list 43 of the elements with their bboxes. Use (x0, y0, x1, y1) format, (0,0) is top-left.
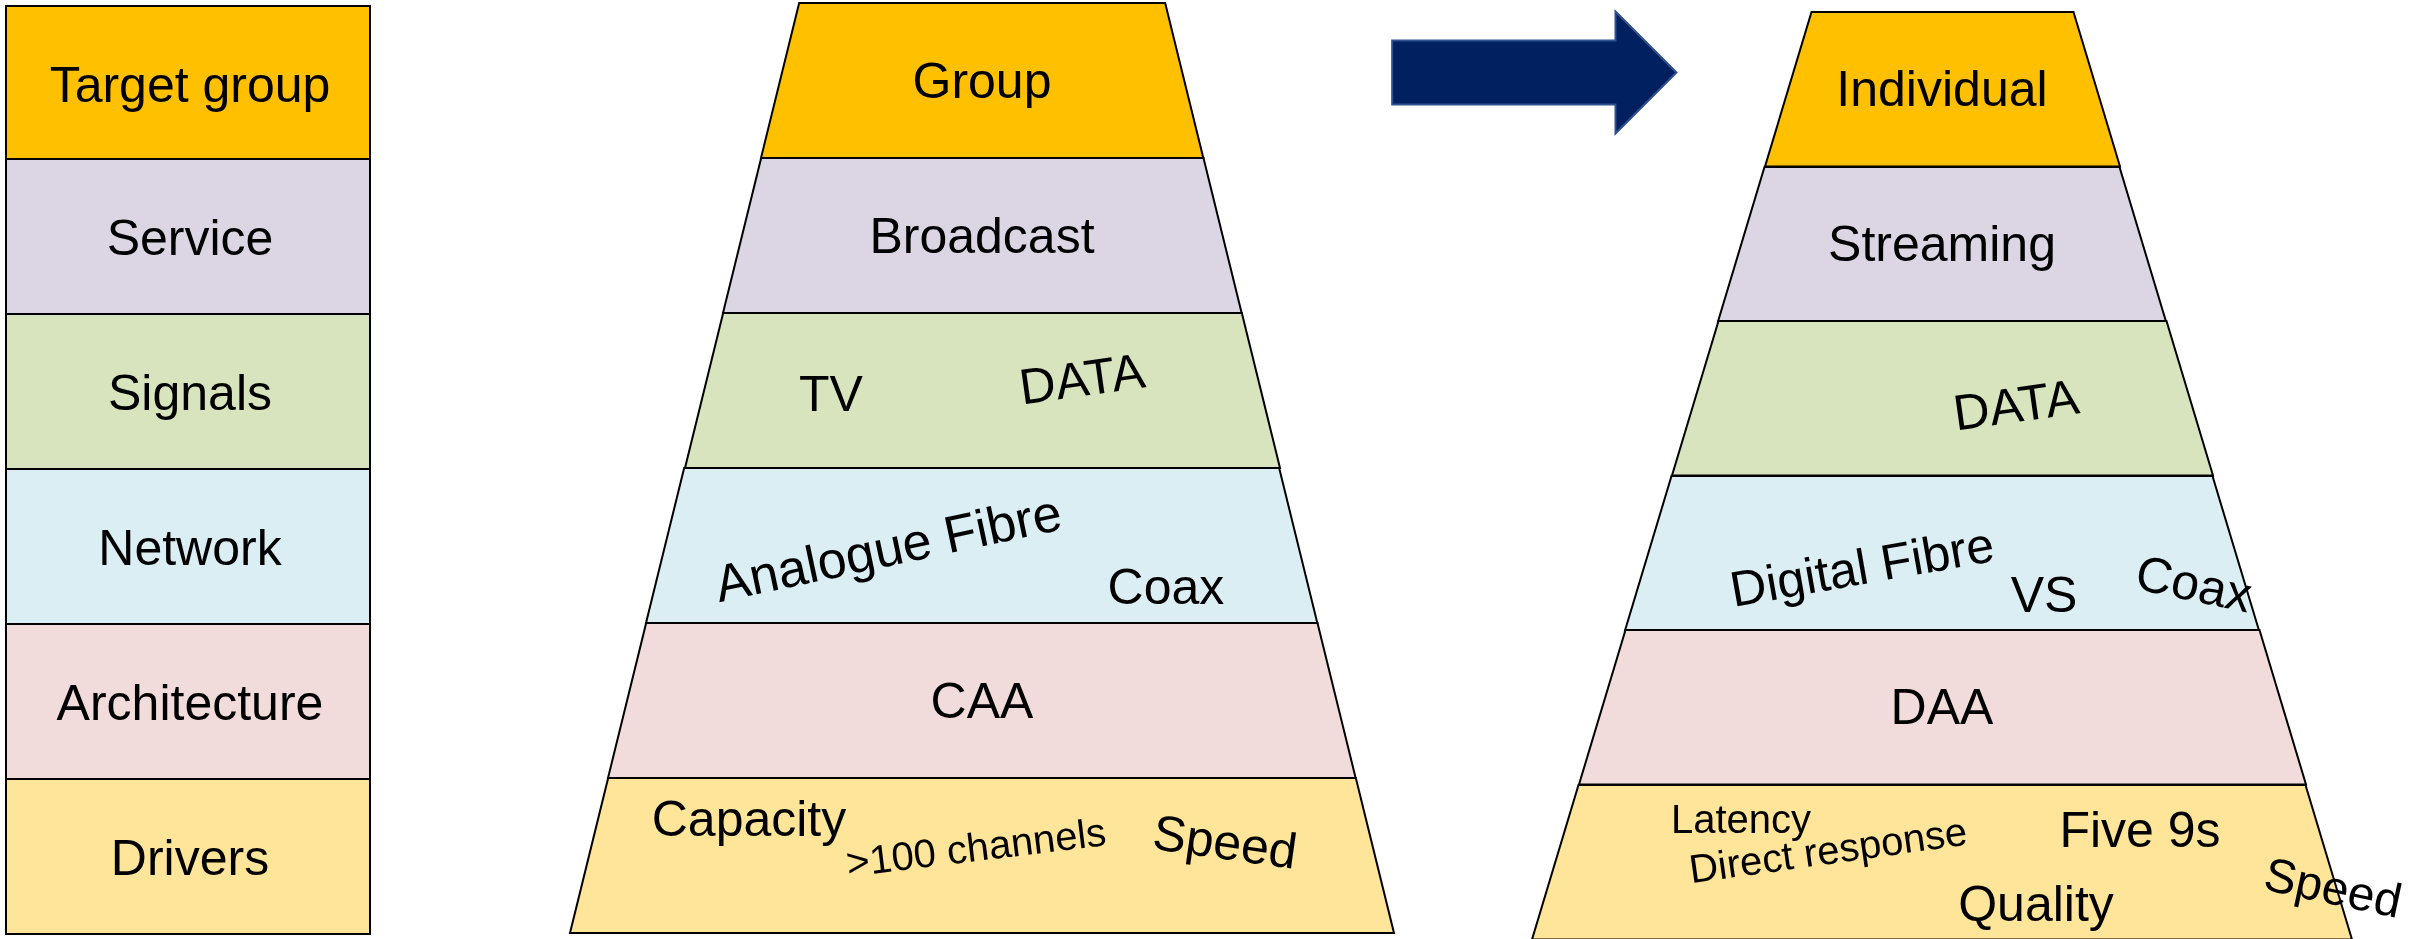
layer-label: Quality (1958, 879, 2114, 929)
layer-label: Coax (2131, 547, 2257, 621)
layer-label: Speed (1149, 807, 1301, 877)
trapezoid-band (570, 778, 1394, 933)
trapezoid-band (1625, 475, 2259, 630)
trapezoid-band (1671, 321, 2213, 476)
layer-label: Analogue Fibre (710, 485, 1066, 611)
trapezoid-band (608, 623, 1356, 778)
layer-label: Speed (2260, 850, 2406, 926)
layer-label: TV (799, 369, 863, 419)
layer-label: Signals (108, 367, 272, 418)
layer-label: Group (912, 55, 1052, 106)
layer-label: Service (106, 212, 274, 263)
category-box (5, 625, 371, 780)
layer-label: Target group (49, 59, 331, 110)
layer-label: CAA (930, 675, 1034, 726)
trapezoid-band (722, 158, 1242, 313)
block-arrow (1391, 9, 1678, 136)
category-box (5, 470, 371, 625)
category-box (5, 5, 371, 160)
layer-label: Streaming (1828, 218, 2056, 269)
category-box (5, 160, 371, 315)
layer-label: Network (98, 522, 282, 573)
trapezoid-band (684, 313, 1280, 468)
layer-label: Digital Fibre (1726, 519, 1998, 615)
layer-label: Capacity (651, 794, 847, 844)
trapezoid-band (1578, 630, 2306, 785)
layer-label: Drivers (110, 832, 270, 883)
layer-label: Individual (1836, 64, 2048, 115)
trapezoid-band (760, 3, 1204, 158)
category-box (5, 780, 371, 935)
layer-label: Coax (1107, 562, 1225, 612)
trapezoid-band (1764, 12, 2120, 167)
category-box (5, 315, 371, 470)
layer-label: Five 9s (2059, 805, 2221, 855)
layer-label: Architecture (56, 677, 324, 728)
layer-label: DATA (1950, 371, 2082, 439)
trapezoid-band (646, 468, 1318, 623)
layer-label: DATA (1016, 345, 1148, 413)
layer-label: VS (2010, 570, 2078, 620)
layer-label: DAA (1890, 682, 1994, 733)
trapezoid-band (1718, 166, 2166, 321)
layer-label: Broadcast (869, 210, 1095, 261)
